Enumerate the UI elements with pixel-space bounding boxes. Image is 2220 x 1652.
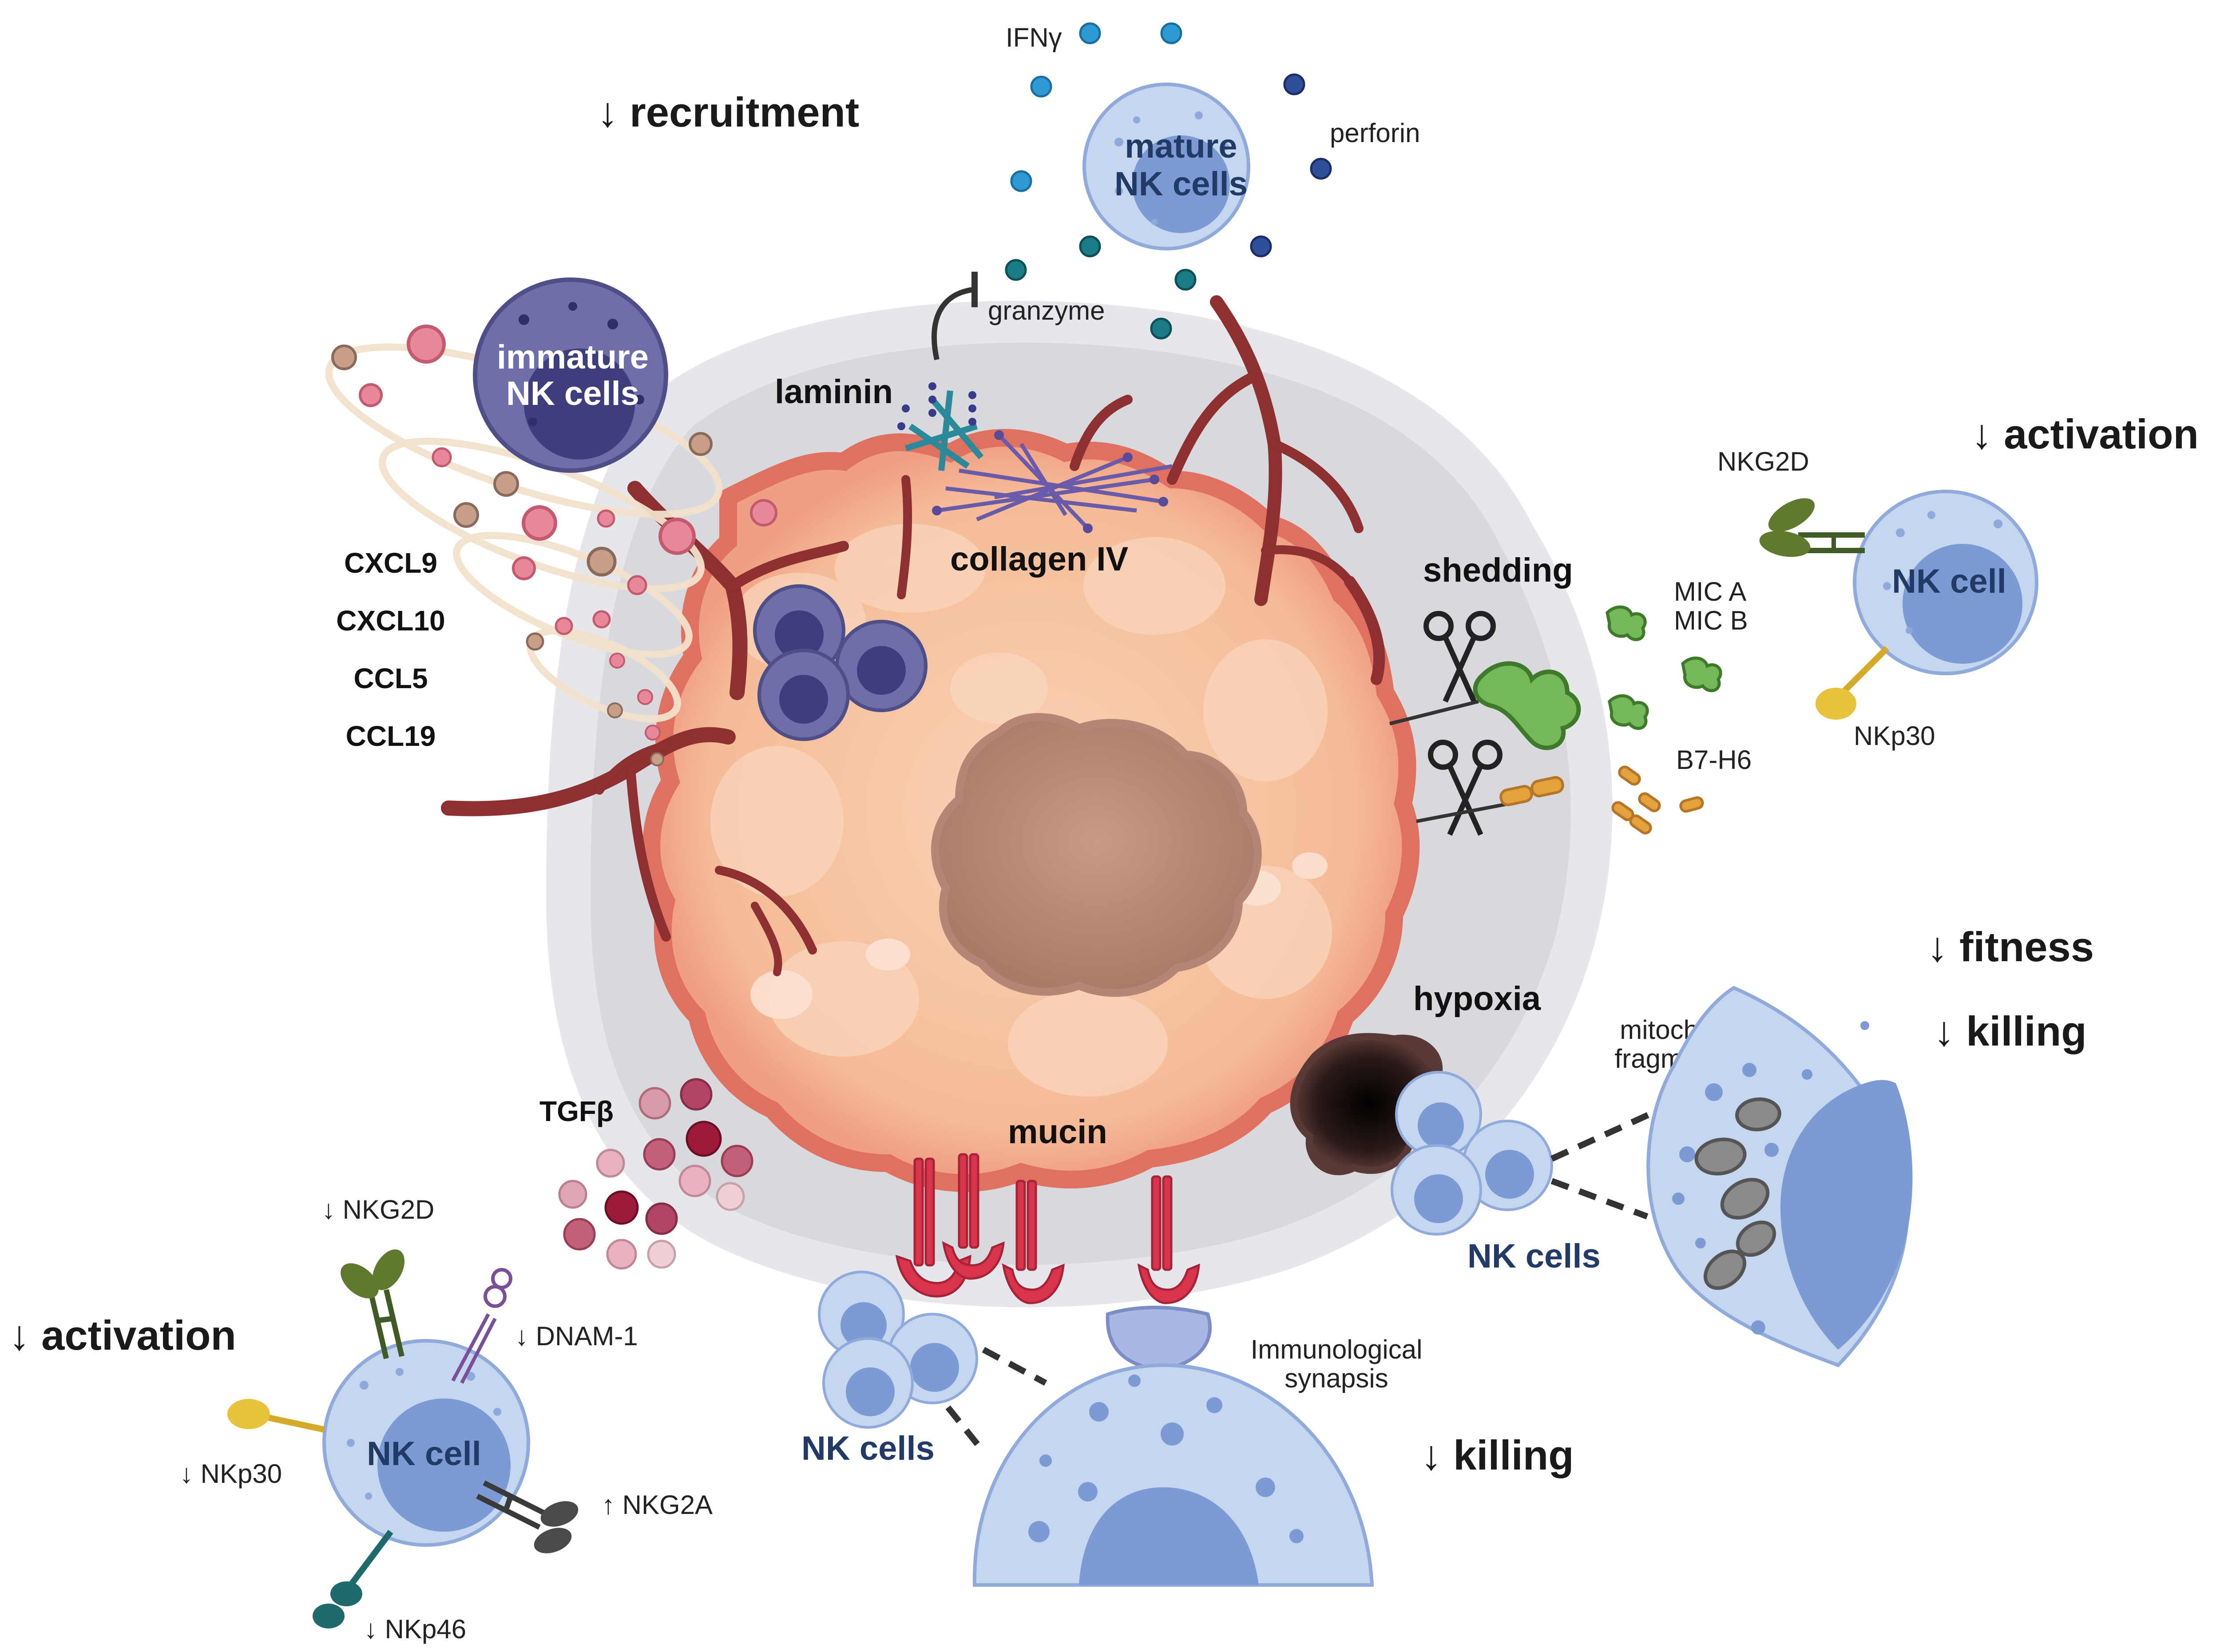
cxcl9-label: CXCL9 <box>344 547 437 579</box>
immature-nk-group: immature NK cells <box>473 277 668 473</box>
tumor-nucleus <box>931 713 1262 997</box>
activation-right-label: ↓ activation <box>1971 411 2199 457</box>
infiltrating-nk-cluster <box>753 584 928 741</box>
synapse-label-line2: synapsis <box>1284 1363 1388 1393</box>
tgfb-dots <box>558 1078 753 1270</box>
nk-cells-right-label: NK cells <box>1467 1237 1601 1275</box>
nkg2a-receptor-left <box>476 1480 579 1553</box>
b7h6-label: B7-H6 <box>1676 745 1752 775</box>
laminin-label: laminin <box>775 373 893 411</box>
killing-right-label: ↓ killing <box>1934 1008 2087 1054</box>
granzyme-label: granzyme <box>988 296 1105 325</box>
ecm-group: laminin collagen IV <box>775 373 1173 578</box>
right-activation-group: ↓ activation NKG2D NK cell NKp30 <box>1717 411 2199 751</box>
ccl5-label: CCL5 <box>353 662 428 694</box>
mature-nk-nucleus <box>1132 135 1230 233</box>
perforin-label: perforin <box>1330 118 1420 148</box>
mic-shed-large <box>1473 661 1581 750</box>
granzyme-inhibition-arrow <box>931 287 975 361</box>
right-nk-granules <box>1883 511 2002 634</box>
scissors-icon-2 <box>1428 740 1502 836</box>
blood-vessels <box>441 295 1385 976</box>
chemokine-labels: CXCL9 CXCL10 CCL5 CCL19 <box>336 547 445 752</box>
mature-nk-granules <box>1114 111 1229 225</box>
nk-cell-left-label: NK cell <box>367 1435 481 1473</box>
nkp46-receptor-left <box>313 1529 393 1628</box>
mito-zoom-granules <box>1672 1021 1869 1335</box>
collagen-fibers <box>936 433 1173 530</box>
ifng-label: IFNγ <box>1006 23 1062 52</box>
ifng-dots <box>1010 22 1182 192</box>
synapse-granules <box>1028 1375 1304 1543</box>
zoom-line-2 <box>1550 1178 1649 1220</box>
shedding-group: shedding MIC A MIC B <box>1389 551 1752 836</box>
ccl19-label: CCL19 <box>346 720 436 752</box>
nkp30-right-label: NKp30 <box>1854 721 1935 751</box>
mitochondria-zoom <box>1646 986 1913 1367</box>
nkg2d-receptor-right <box>1759 498 1865 557</box>
micb-label: MIC B <box>1674 606 1748 635</box>
membrane-anchor-mic <box>1389 700 1510 823</box>
mucin-label: mucin <box>1008 1113 1107 1151</box>
right-nk-nucleus <box>1903 544 2022 664</box>
synapse-nucleus <box>1079 1487 1259 1585</box>
immature-nk-label-line1: immature <box>497 338 649 376</box>
recruitment-label: ↓ recruitment <box>597 89 859 135</box>
nkp30-receptor-right <box>1816 646 1889 720</box>
nk-cells-bottom-label: NK cells <box>801 1430 935 1467</box>
left-nk-cell-group: NK cell <box>227 1249 579 1628</box>
tgfb-label: TGFβ <box>539 1095 614 1127</box>
shedding-label: shedding <box>1423 551 1573 589</box>
dnam1-down-label: ↓ DNAM-1 <box>515 1321 638 1351</box>
laminin-structure <box>904 390 984 471</box>
granzyme-dots <box>1005 235 1197 340</box>
mature-nk-group: mature NK cells IFNγ perforin granzyme <box>931 22 1420 361</box>
dnam1-receptor-left <box>451 1268 512 1384</box>
fitness-label: ↓ fitness <box>1927 923 2094 970</box>
tumor <box>546 301 1613 1307</box>
nkg2a-up-label: ↑ NKG2A <box>602 1490 713 1520</box>
nk-cell-right-label: NK cell <box>1892 563 2006 600</box>
mitochondria <box>1694 1097 1781 1290</box>
nkp46-down-label: ↓ NKp46 <box>364 1614 466 1644</box>
synapse-zoom-line-1 <box>982 1347 1047 1386</box>
collagen-label: collagen IV <box>950 540 1129 578</box>
mature-nk-label-line1: mature <box>1125 127 1237 165</box>
immature-nk-granules <box>519 302 644 426</box>
nkp30-down-label: ↓ NKp30 <box>180 1459 282 1489</box>
mature-nk-label-line2: NK cells <box>1114 165 1248 203</box>
synapse-cell <box>972 1363 1374 1587</box>
zoom-line-1 <box>1550 1111 1651 1162</box>
perforin-dots <box>1250 73 1332 258</box>
cxcl10-label: CXCL10 <box>336 605 445 637</box>
bottom-nk-cluster <box>818 1271 978 1429</box>
collagen-nodes <box>932 430 1168 533</box>
hypoxia-label: hypoxia <box>1413 980 1541 1018</box>
synapse-label-line1: Immunological <box>1251 1335 1423 1364</box>
chemokine-dots <box>331 325 777 766</box>
activation-left-label: ↓ activation <box>9 1312 236 1359</box>
left-nk-granules <box>347 1368 501 1500</box>
nkp30-receptor-left <box>227 1399 325 1433</box>
b7h6-shed <box>1499 765 1704 835</box>
nkg2d-right-label: NKG2D <box>1717 447 1809 476</box>
killing-bottom-label: ↓ killing <box>1421 1432 1574 1478</box>
nkg2d-receptor-left <box>341 1249 405 1359</box>
mic-fragments <box>1606 605 1722 730</box>
mica-label: MIC A <box>1674 577 1746 606</box>
immature-nk-nucleus <box>524 349 635 460</box>
laminin-beads <box>897 382 976 430</box>
mucin-receptors <box>895 1153 1200 1304</box>
immature-nk-label-line2: NK cells <box>506 375 639 412</box>
nkg2d-down-label: ↓ NKG2D <box>322 1195 434 1224</box>
hypoxia-nk-cluster <box>1391 1071 1553 1236</box>
synapse-zoom-line-2 <box>945 1405 986 1454</box>
scissors-icon <box>1423 611 1496 703</box>
mito-zoom-nucleus <box>1780 1080 1913 1350</box>
synapse-knob <box>1106 1306 1212 1372</box>
